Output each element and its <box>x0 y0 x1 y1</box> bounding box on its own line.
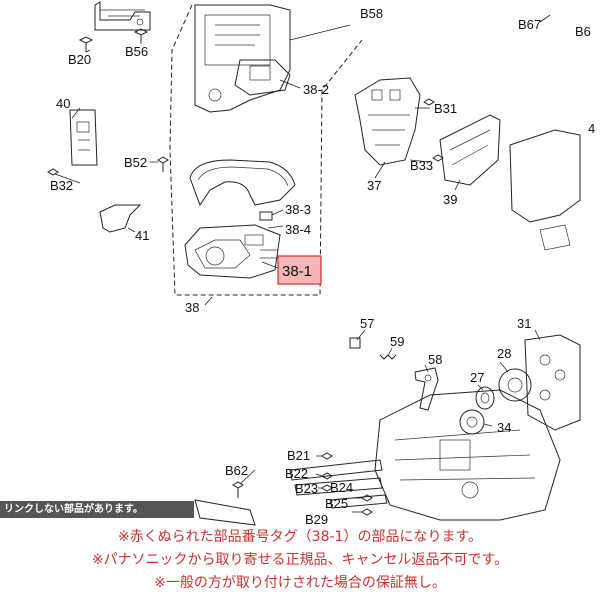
label-41: 41 <box>135 228 149 243</box>
note-line-2: ※パナソニックから取り寄せる正規品、キャンセル返品不可です。 <box>91 552 509 568</box>
screw-row <box>321 452 373 516</box>
screw-b33 <box>432 154 444 162</box>
label-b22: B22 <box>285 466 308 481</box>
label-37: 37 <box>367 178 381 193</box>
group-38-boundary <box>169 4 363 296</box>
label-b67: B67 <box>518 17 541 32</box>
part-right-cover <box>509 129 581 251</box>
part-39-bracket <box>439 114 501 186</box>
part-lower-mechanism <box>289 389 561 521</box>
label-b21: B21 <box>287 448 310 463</box>
part-38-1-unit <box>184 224 281 279</box>
label-38-1: 38-1 <box>282 263 312 280</box>
label-28: 28 <box>497 346 511 361</box>
main-assembly-body <box>194 4 291 113</box>
label-b29: B29 <box>305 512 328 527</box>
label-b62: B62 <box>225 463 248 478</box>
label-38-4: 38-4 <box>285 222 311 237</box>
label-38-2: 38-2 <box>303 82 329 97</box>
label-31: 31 <box>517 316 531 331</box>
label-57: 57 <box>360 316 374 331</box>
label-b56: B56 <box>125 44 148 59</box>
label-b58: B58 <box>360 6 383 21</box>
screw-b20 <box>78 36 94 52</box>
part-28-gear <box>498 368 532 402</box>
label-b6: B6 <box>575 24 591 39</box>
label-34: 34 <box>497 420 511 435</box>
label-38-3: 38-3 <box>285 202 311 217</box>
notes-block: ※赤くぬられた部品番号タグ（38-1）の部品になります。 ※パナソニックから取り… <box>0 526 600 595</box>
label-27: 27 <box>470 370 484 385</box>
screw-b31 <box>423 98 435 106</box>
non-linked-parts-banner: リンクしない部品があります。 <box>0 501 194 518</box>
part-37-bracket <box>354 77 421 166</box>
part-40-plate <box>69 109 98 166</box>
label-58: 58 <box>428 352 442 367</box>
note-line-3: ※一般の方が取り付けされた場合の保証無し。 <box>154 575 446 591</box>
part-top-left-bracket <box>94 1 151 31</box>
label-38: 38 <box>185 300 199 315</box>
part-38-2-gasket <box>189 159 296 207</box>
label-b25: B25 <box>325 496 348 511</box>
label-b20: B20 <box>68 52 91 67</box>
label-b24: B24 <box>330 480 353 495</box>
part-59-spring <box>379 354 397 360</box>
screw-b62 <box>232 481 244 498</box>
label-39: 39 <box>443 192 457 207</box>
part-34-gear <box>459 409 485 435</box>
label-b52: B52 <box>124 155 147 170</box>
label-b32: B32 <box>50 178 73 193</box>
screw-b32 <box>47 168 59 176</box>
highlight-tag-38-1 <box>277 255 322 285</box>
part-27-collar <box>475 386 495 410</box>
part-31-board <box>524 334 581 431</box>
part-38-3 <box>259 211 273 221</box>
label-59: 59 <box>390 334 404 349</box>
label-b23: B23 <box>295 481 318 496</box>
label-b31: B31 <box>434 101 457 116</box>
label-b33: B33 <box>410 158 433 173</box>
part-57-clip <box>349 337 361 349</box>
part-lower-plate <box>194 499 256 526</box>
screw-b56 <box>133 28 149 42</box>
part-labels: B58 B67 B6 B20 B56 40 38-2 B31 4 B52 B33… <box>50 6 595 527</box>
screw-b52 <box>157 156 169 172</box>
label-4: 4 <box>588 121 595 136</box>
label-40: 40 <box>56 96 70 111</box>
note-line-1: ※赤くぬられた部品番号タグ（38-1）の部品になります。 <box>117 529 483 545</box>
part-58-arm <box>414 367 439 411</box>
part-41-cable <box>99 204 142 233</box>
leader-lines <box>54 14 551 513</box>
